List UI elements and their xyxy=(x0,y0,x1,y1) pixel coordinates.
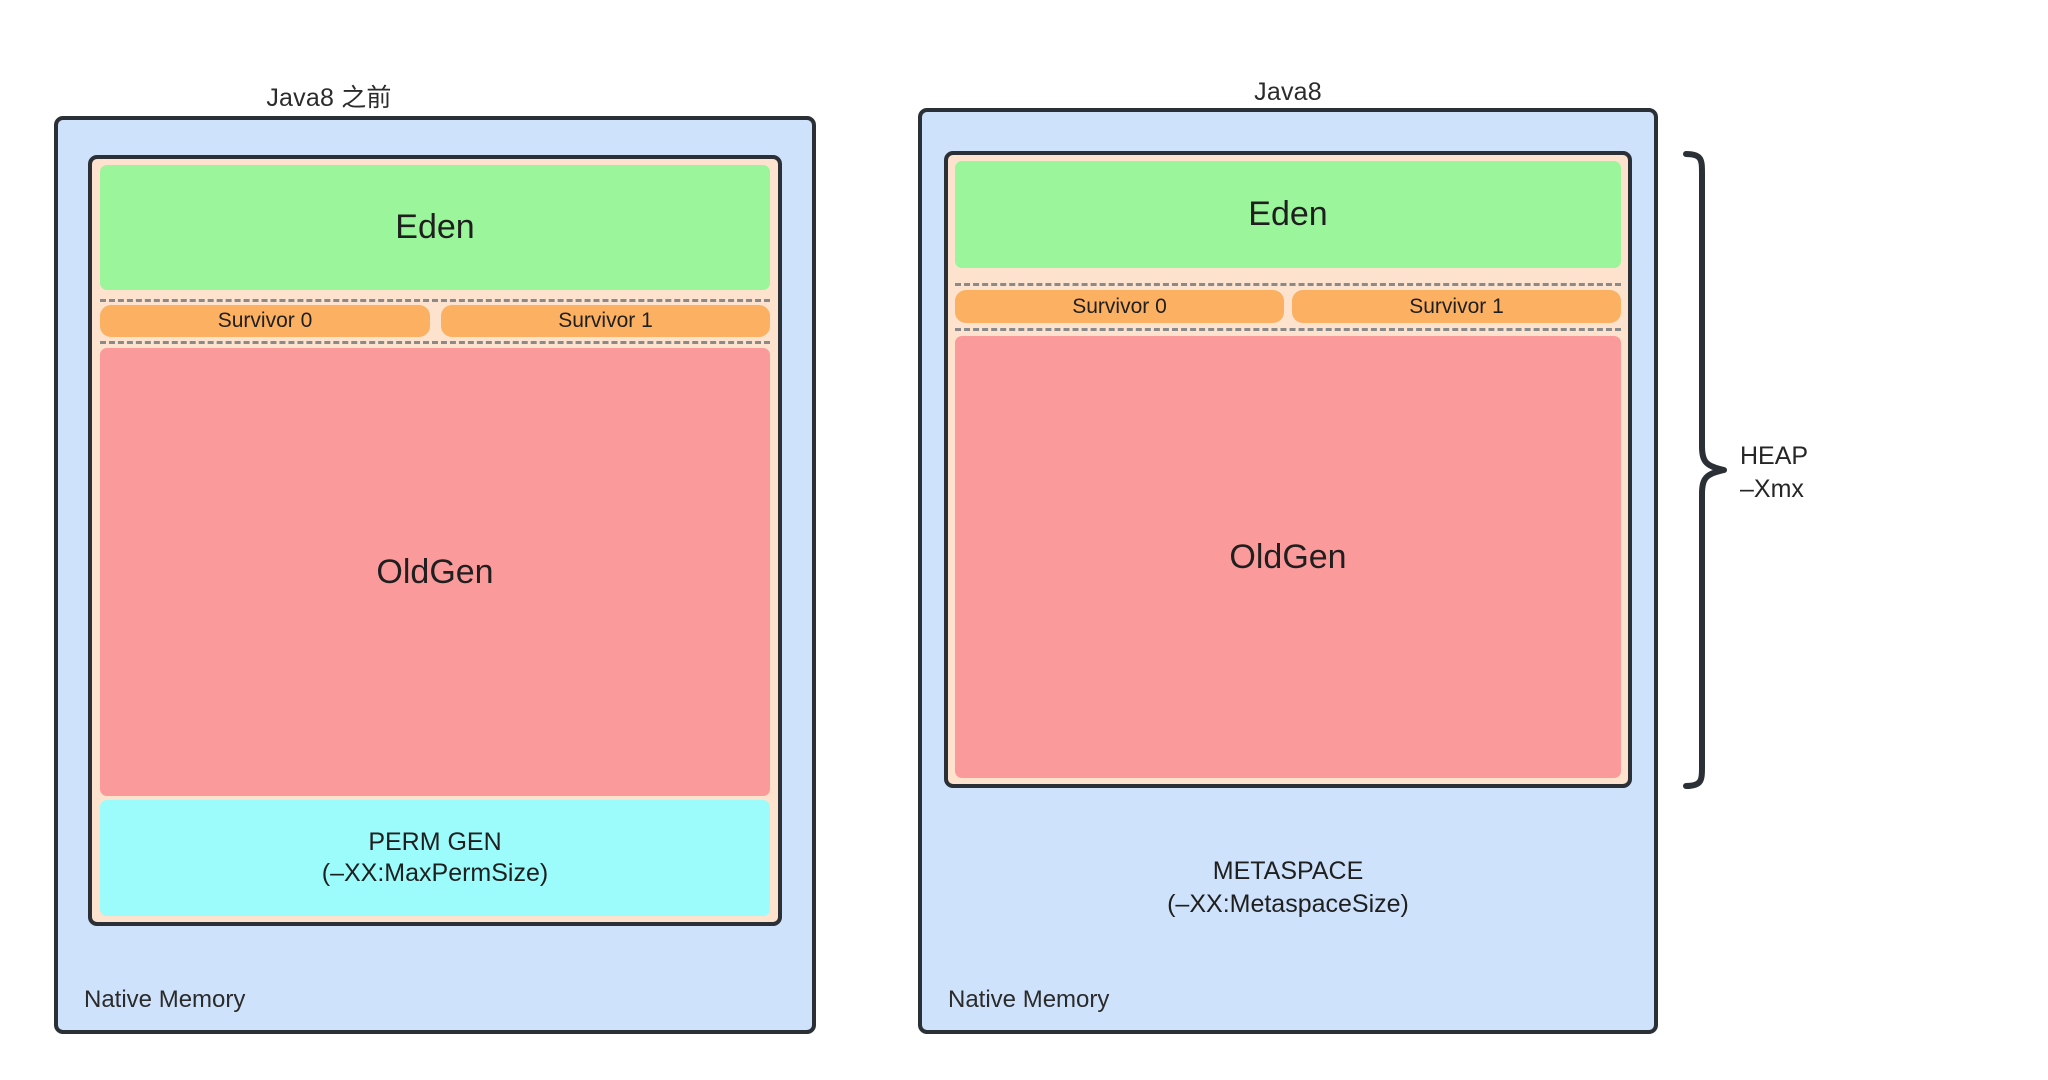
dashed-divider-top-pre-java8 xyxy=(100,299,770,302)
panel-title-java8: Java8 xyxy=(1254,78,1322,106)
survivor1-block-pre-java8: Survivor 1 xyxy=(441,305,770,337)
eden-label-java8: Eden xyxy=(1248,195,1328,234)
survivor0-label-pre-java8: Survivor 0 xyxy=(217,309,313,332)
survivor1-label-java8: Survivor 1 xyxy=(1409,294,1504,318)
dashed-divider-bottom-pre-java8 xyxy=(100,341,770,344)
dashed-divider-top-java8 xyxy=(955,283,1621,286)
panel-title-pre-java8: Java8 之前 xyxy=(266,84,392,112)
eden-label-pre-java8: Eden xyxy=(395,208,475,247)
metaspace-annotation: METASPACE (–XX:MetaspaceSize) xyxy=(918,855,1658,921)
eden-block-java8: Eden xyxy=(955,161,1621,268)
survivor1-label-pre-java8: Survivor 1 xyxy=(558,309,653,332)
heap-brace-label: HEAP –Xmx xyxy=(1740,440,1808,505)
xmx-label: –Xmx xyxy=(1740,474,1804,503)
metaspace-label-line2: (–XX:MetaspaceSize) xyxy=(1167,890,1409,918)
eden-block-pre-java8: Eden xyxy=(100,165,770,290)
oldgen-block-pre-java8: OldGen xyxy=(100,348,770,796)
survivor0-block-java8: Survivor 0 xyxy=(955,290,1284,323)
oldgen-block-java8: OldGen xyxy=(955,336,1621,778)
heap-brace-icon xyxy=(1683,151,1727,789)
survivor0-block-pre-java8: Survivor 0 xyxy=(100,305,430,337)
metaspace-label-line1: METASPACE xyxy=(1212,857,1364,885)
native-memory-label-pre-java8: Native Memory xyxy=(84,986,246,1013)
oldgen-label-pre-java8: OldGen xyxy=(376,552,494,591)
survivor1-block-java8: Survivor 1 xyxy=(1292,290,1621,323)
dashed-divider-bottom-java8 xyxy=(955,328,1621,331)
permgen-label-line1: PERM GEN xyxy=(368,827,502,856)
permgen-block-pre-java8: PERM GEN (–XX:MaxPermSize) xyxy=(100,800,770,916)
oldgen-label-java8: OldGen xyxy=(1229,537,1347,576)
survivor0-label-java8: Survivor 0 xyxy=(1072,294,1167,318)
native-memory-label-java8: Native Memory xyxy=(948,986,1110,1013)
heap-label: HEAP xyxy=(1740,442,1809,470)
permgen-label-line2: (–XX:MaxPermSize) xyxy=(321,859,549,887)
